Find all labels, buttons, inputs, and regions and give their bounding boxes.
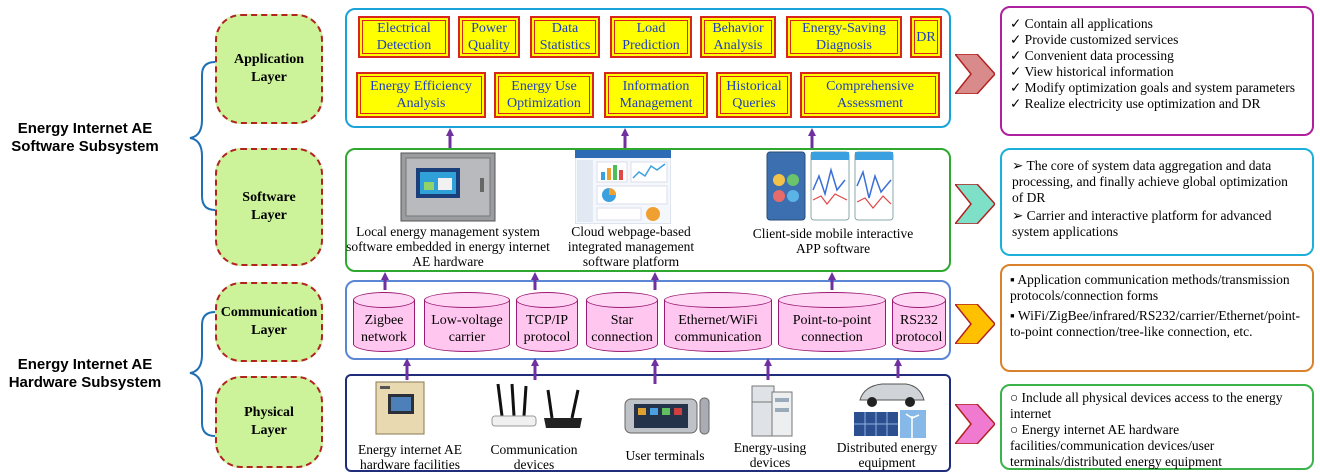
app-behavior-analysis: Behavior Analysis xyxy=(700,16,776,58)
software-chevron-icon xyxy=(955,184,995,224)
cloud-platform-screenshot-image xyxy=(575,150,671,224)
subsystem-braces xyxy=(189,61,216,437)
comm-star-connection-label: Star connection xyxy=(591,313,653,345)
software-local-caption: Local energy management system software … xyxy=(346,224,550,269)
comm-zigbee-network: Zigbee network xyxy=(353,292,415,352)
layer-arrows xyxy=(381,128,902,384)
comm-star-connection: Star connection xyxy=(586,292,658,352)
physical-ae-hardware-caption: Energy internet AE hardware facilities xyxy=(358,442,462,472)
app-energy-use-optimization: Energy Use Optimization xyxy=(494,72,594,118)
physical-chevron-icon xyxy=(955,404,995,444)
software-subsystem-label: Energy Internet AE Software Subsystem xyxy=(11,120,159,155)
phys-desc-item: ○ Include all physical devices access to… xyxy=(1010,390,1283,421)
physical-description-box: ○ Include all physical devices access to… xyxy=(1000,384,1314,470)
comm-ethernet-wifi: Ethernet/WiFi communication xyxy=(664,292,772,352)
app-information-management: Information Management xyxy=(604,72,708,118)
router-image xyxy=(491,383,582,428)
app-desc-item: ✓ Realize electricity use optimization a… xyxy=(1010,96,1261,111)
app-desc-item: ✓ View historical information xyxy=(1010,64,1174,79)
app-desc-item: ✓ Convenient data processing xyxy=(1010,48,1174,63)
app-electrical-detection: Electrical Detection xyxy=(358,16,450,58)
software-description-box: ➢ The core of system data aggregation an… xyxy=(1000,148,1314,256)
app-desc-item: ✓ Modify optimization goals and system p… xyxy=(1010,80,1296,95)
physical-distributed-energy-caption: Distributed energy equipment xyxy=(836,440,938,470)
local-energy-system-image xyxy=(400,152,496,222)
software-mobile-caption: Client-side mobile interactive APP softw… xyxy=(752,226,914,256)
sw-desc-item: ➢ Carrier and interactive platform for a… xyxy=(1012,208,1272,239)
ev-and-solar-image xyxy=(854,383,926,438)
hardware-brace xyxy=(189,311,216,437)
comm-low-voltage-carrier: Low-voltage carrier xyxy=(424,292,510,352)
comm-rs232-protocol: RS232 protocol xyxy=(892,292,946,352)
mobile-app-screenshots-image xyxy=(766,151,894,221)
physical-user-terminals-caption: User terminals xyxy=(625,448,705,463)
software-brace xyxy=(189,61,216,211)
app-dr: DR xyxy=(910,16,942,58)
refrigerator-image xyxy=(751,385,793,437)
software-cloud-caption: Cloud webpage-based integrated managemen… xyxy=(567,224,695,269)
comm-rs232-protocol-label: RS232 protocol xyxy=(895,313,943,345)
app-energy-saving-diagnosis: Energy-Saving Diagnosis xyxy=(786,16,902,58)
physical-energy-using-caption: Energy-using devices xyxy=(733,440,807,470)
comm-point-to-point: Point-to-point connection xyxy=(778,292,886,352)
software-layer-label: Software Layer xyxy=(215,148,323,266)
physical-communication-caption: Communication devices xyxy=(490,442,578,472)
app-power-quality: Power Quality xyxy=(458,16,520,58)
application-layer-label: Application Layer xyxy=(215,14,323,124)
comm-desc-item: ▪ WiFi/ZigBee/infrared/RS232/carrier/Eth… xyxy=(1010,308,1301,339)
comm-tcp-ip-protocol-label: TCP/IP protocol xyxy=(523,313,571,345)
app-comprehensive-assessment: Comprehensive Assessment xyxy=(800,72,940,118)
comm-ethernet-wifi-label: Ethernet/WiFi communication xyxy=(674,313,762,345)
physical-layer-label: Physical Layer xyxy=(215,376,323,468)
tablet-terminal-image xyxy=(624,397,710,435)
phys-desc-item: ○ Energy internet AE hardware facilities… xyxy=(1010,422,1222,469)
sw-desc-item: ➢ The core of system data aggregation an… xyxy=(1012,158,1288,205)
comm-desc-item: ▪ Application communication methods/tran… xyxy=(1010,272,1290,303)
application-chevron-icon xyxy=(955,54,995,94)
app-energy-efficiency-analysis: Energy Efficiency Analysis xyxy=(356,72,486,118)
communication-description-box: ▪ Application communication methods/tran… xyxy=(1000,264,1314,372)
app-load-prediction: Load Prediction xyxy=(610,16,692,58)
communication-chevron-icon xyxy=(955,304,995,344)
app-desc-item: ✓ Provide customized services xyxy=(1010,32,1179,47)
app-desc-item: ✓ Contain all applications xyxy=(1010,16,1153,31)
app-data-statistics: Data Statistics xyxy=(530,16,600,58)
app-historical-queries: Historical Queries xyxy=(716,72,792,118)
comm-low-voltage-carrier-label: Low-voltage carrier xyxy=(431,313,503,345)
comm-tcp-ip-protocol: TCP/IP protocol xyxy=(516,292,578,352)
application-description-box: ✓ Contain all applications ✓ Provide cus… xyxy=(1000,6,1314,136)
comm-point-to-point-label: Point-to-point connection xyxy=(792,313,872,345)
communication-layer-label: Communication Layer xyxy=(215,282,323,362)
ae-hardware-cabinet-image xyxy=(375,381,425,435)
hardware-subsystem-label: Energy Internet AE Hardware Subsystem xyxy=(8,356,162,391)
comm-zigbee-network-label: Zigbee network xyxy=(361,313,407,345)
